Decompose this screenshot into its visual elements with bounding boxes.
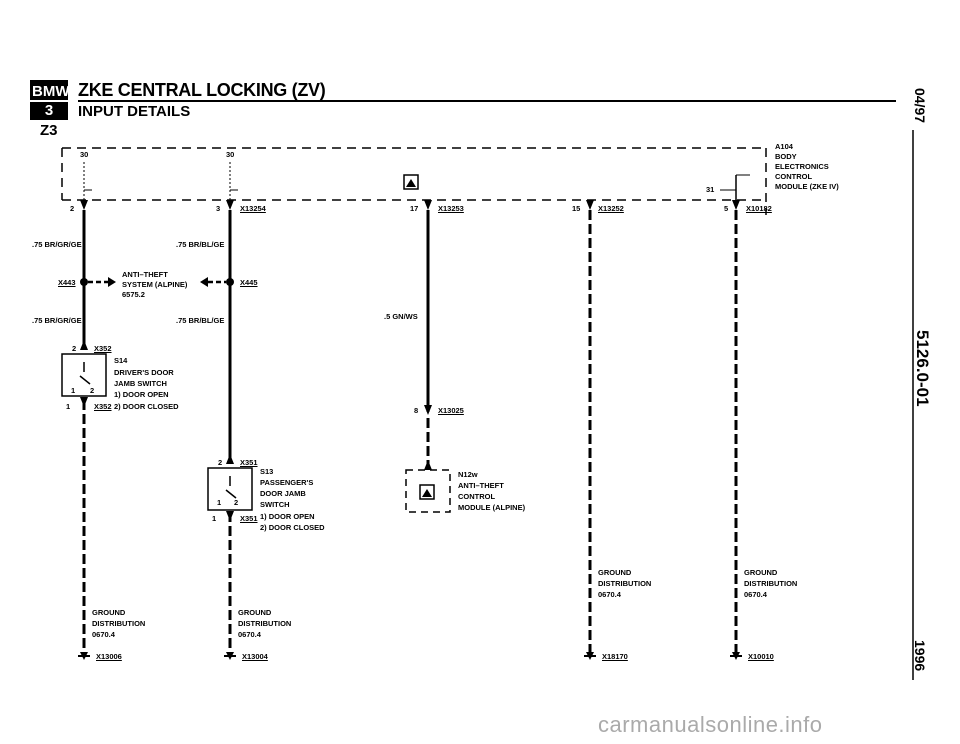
- connector-x13006: X13006: [96, 652, 122, 661]
- pin-5-label: 5: [724, 204, 729, 213]
- connector-x443: X443: [58, 278, 76, 287]
- n12w-pin: 8: [414, 406, 419, 415]
- connector-x18170: X18170: [602, 652, 628, 661]
- s14-pin1: 1: [66, 402, 71, 411]
- ground-2-line-1: GROUND: [238, 608, 272, 617]
- ground-2-line-2: DISTRIBUTION: [238, 619, 292, 628]
- s14-line-5: 2) DOOR CLOSED: [114, 402, 179, 411]
- ground-4-line-2: DISTRIBUTION: [744, 579, 798, 588]
- n12w-line-3: CONTROL: [458, 492, 496, 501]
- pin-3-label: 3: [216, 204, 221, 213]
- connector-x351-bottom: X351: [240, 514, 258, 523]
- ground-icon: [584, 652, 596, 660]
- pin-2-icon: [80, 200, 88, 210]
- connector-x13025: X13025: [438, 406, 464, 415]
- pin-2-label: 2: [70, 204, 75, 213]
- s14-line-1: S14: [114, 356, 128, 365]
- connector-x13254: X13254: [240, 204, 266, 213]
- antitheft-line-2: SYSTEM (ALPINE): [122, 280, 188, 289]
- pin-5-icon: [732, 200, 740, 210]
- n12w-box: [405, 469, 451, 513]
- wire-label: .75 BR/BL/GE: [176, 240, 225, 249]
- s13-line-3: DOOR JAMB: [260, 489, 306, 498]
- watermark: carmanualsonline.info: [598, 712, 823, 737]
- page-subtitle: INPUT DETAILS: [78, 103, 191, 120]
- ground-3-line-3: 0670.4: [598, 590, 621, 599]
- connector-x445: X445: [240, 278, 258, 287]
- ground-3-line-1: GROUND: [598, 568, 632, 577]
- ground-1-line-3: 0670.4: [92, 630, 115, 639]
- ground-1-line-2: DISTRIBUTION: [92, 619, 146, 628]
- pin-15-icon: [586, 200, 594, 210]
- wire-label: .75 BR/GR/GE: [32, 316, 82, 325]
- connector-x351-top: X351: [240, 458, 258, 467]
- logo-bottom: 3: [30, 102, 68, 120]
- module-id: A104: [775, 142, 793, 151]
- ground-4-line-3: 0670.4: [744, 590, 767, 599]
- module-line-3: CONTROL: [775, 172, 813, 181]
- pin-30a-label: 30: [80, 150, 89, 159]
- ground-icon: [78, 652, 90, 660]
- s13-box: [207, 467, 253, 511]
- s14-box: [61, 353, 107, 397]
- connector-x10182: X10182: [746, 204, 772, 213]
- s13-line-1: S13: [260, 467, 274, 476]
- page-title: ZKE CENTRAL LOCKING (ZV): [78, 80, 326, 100]
- connector-x352-bottom: X352: [94, 402, 112, 411]
- s13-pin1: 1: [212, 514, 217, 523]
- model-label: Z3: [40, 122, 58, 139]
- s13-line-6: 2) DOOR CLOSED: [260, 523, 325, 532]
- s14-line-3: JAMB SWITCH: [114, 379, 167, 388]
- module-line-2: ELECTRONICS: [775, 162, 829, 171]
- bmw-logo: BMW 3: [30, 80, 70, 122]
- s13-pin2: 2: [218, 458, 223, 467]
- connector-x10010: X10010: [748, 652, 774, 661]
- s13-switch-1: 1: [217, 498, 222, 507]
- s14-pin2: 2: [72, 344, 77, 353]
- pin-17-label: 17: [410, 204, 419, 213]
- wire-label: .75 BR/BL/GE: [176, 316, 225, 325]
- pin-15-label: 15: [572, 204, 581, 213]
- n12w-line-1: N12w: [458, 470, 478, 479]
- antitheft-line-3: 6575.2: [122, 290, 145, 299]
- n12w-line-4: MODULE (ALPINE): [458, 503, 526, 512]
- s14-switch-1: 1: [71, 386, 76, 395]
- n12w-line-2: ANTI–THEFT: [458, 481, 504, 490]
- connector-x13253: X13253: [438, 204, 464, 213]
- module-line-1: BODY: [775, 152, 797, 161]
- antitheft-line-1: ANTI–THEFT: [122, 270, 168, 279]
- s14-line-2: DRIVER'S DOOR: [114, 368, 174, 377]
- title-rule: [78, 100, 896, 102]
- wire-label: .5 GN/WS: [384, 312, 418, 321]
- module-line-4: MODULE (ZKE IV): [775, 182, 839, 191]
- connector-x13252: X13252: [598, 204, 624, 213]
- pin-17-icon: [424, 200, 432, 210]
- ground-3-line-2: DISTRIBUTION: [598, 579, 652, 588]
- logo-top: BMW: [30, 80, 70, 100]
- ground-2-line-3: 0670.4: [238, 630, 261, 639]
- s14-line-4: 1) DOOR OPEN: [114, 390, 169, 399]
- ground-icon: [224, 652, 236, 660]
- s14-switch-2: 2: [90, 386, 95, 395]
- s13-switch-2: 2: [234, 498, 239, 507]
- s13-line-4: SWITCH: [260, 500, 290, 509]
- pin-30b-label: 30: [226, 150, 235, 159]
- pin-31-label: 31: [706, 185, 715, 194]
- s13-line-2: PASSENGER'S: [260, 478, 314, 487]
- ground-4-line-1: GROUND: [744, 568, 778, 577]
- connector-x352-top: X352: [94, 344, 112, 353]
- pin-3-icon: [226, 200, 234, 210]
- s13-line-5: 1) DOOR OPEN: [260, 512, 315, 521]
- connector-x13004: X13004: [242, 652, 268, 661]
- ground-1-line-1: GROUND: [92, 608, 126, 617]
- ground-icon: [730, 652, 742, 660]
- wire-label: .75 BR/GR/GE: [32, 240, 82, 249]
